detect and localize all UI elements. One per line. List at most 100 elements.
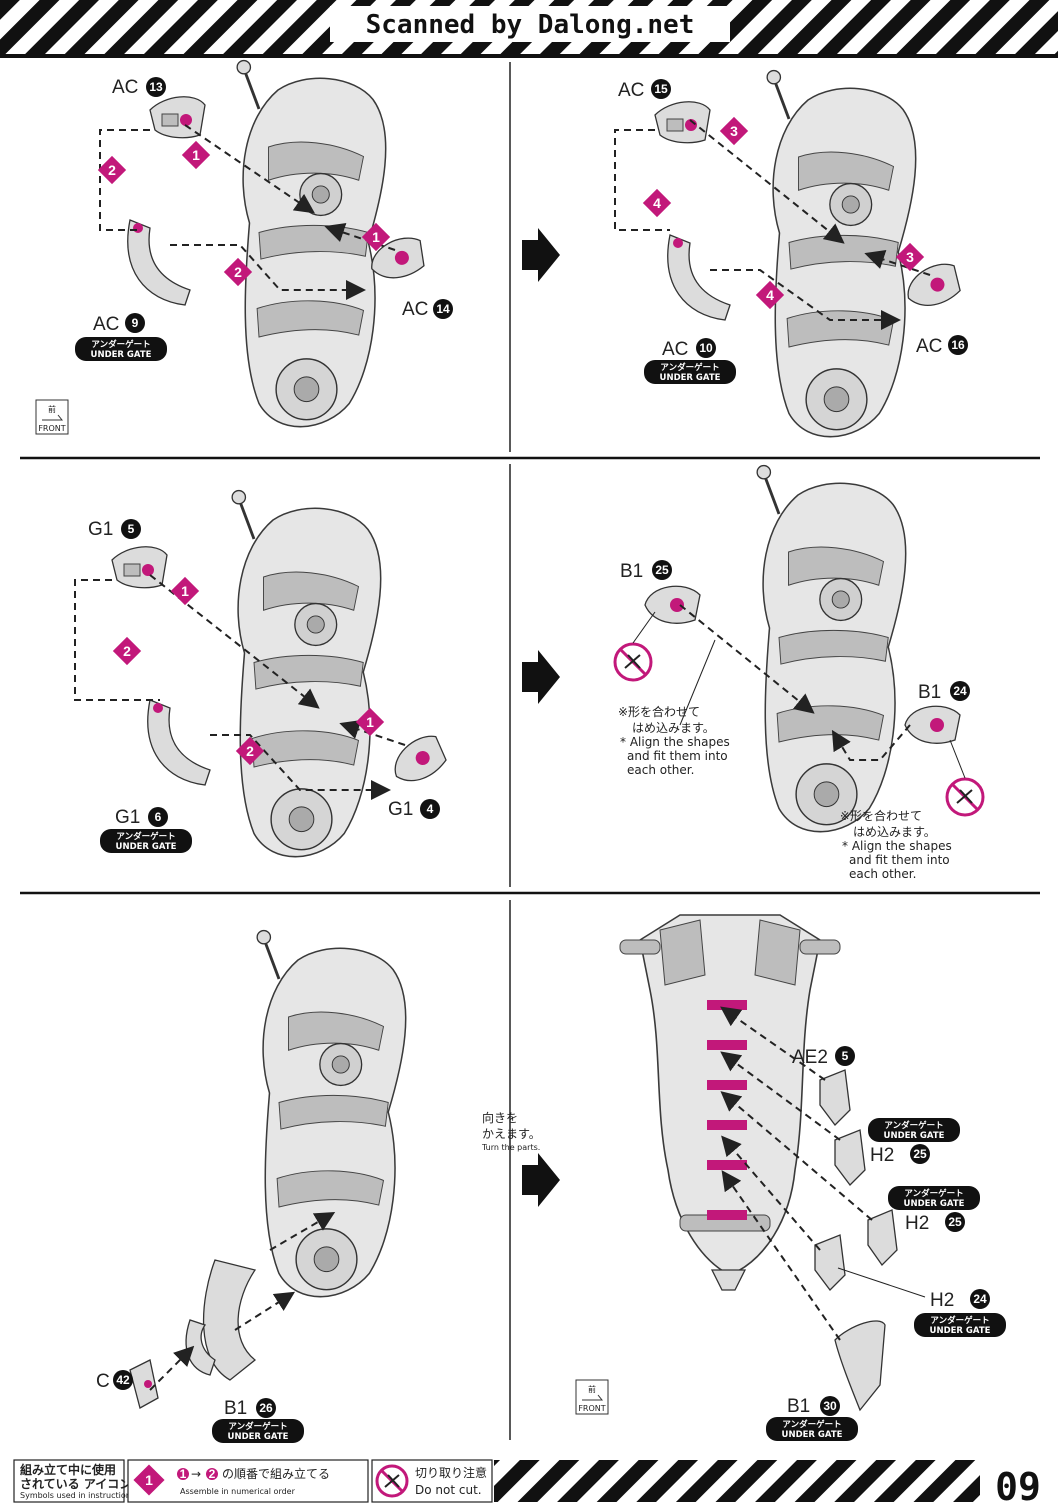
under-gate-badge: アンダーゲート UNDER GATE [766,1417,858,1441]
step-badge: 4 [642,188,672,218]
svg-text:3: 3 [906,249,914,265]
panel-5: C 42 B1 26 アンダーゲート UNDER GATE [96,929,408,1443]
step-badge: 1 [355,707,385,737]
svg-text:B1: B1 [918,682,941,703]
step-badge: 4 [755,280,785,310]
next-step-arrow [522,650,560,704]
svg-text:15: 15 [654,82,668,96]
do-not-cut-icon [945,777,985,817]
svg-text:14: 14 [436,302,450,316]
svg-text:かえます。: かえます。 [482,1127,541,1141]
svg-text:1: 1 [181,583,189,599]
part-label: AC 15 [618,79,671,101]
part-label: AC 13 [112,77,166,98]
svg-text:切り取り注意: 切り取り注意 [415,1465,487,1480]
svg-text:5: 5 [842,1049,849,1063]
svg-text:UNDER GATE: UNDER GATE [884,1131,945,1141]
panel-4: B1 25 B1 24 ※形を合わせて はめ込みます。 * Align the … [613,464,985,881]
part-label: AC 10 [662,338,716,360]
svg-text:はめ込みます。: はめ込みます。 [632,721,715,735]
step-badge: 2 [97,155,127,185]
svg-text:UNDER GATE: UNDER GATE [91,350,152,360]
svg-text:24: 24 [953,684,967,698]
svg-text:アンダーゲート: アンダーゲート [782,1419,841,1430]
part-label: H2 24 [930,1289,990,1311]
svg-text:25: 25 [655,563,669,577]
turn-note: 向きを かえます。 Turn the parts. [481,1110,541,1152]
svg-text:※形を合わせて: ※形を合わせて [618,704,700,719]
svg-text:each other.: each other. [627,763,694,777]
under-gate-badge: アンダーゲート UNDER GATE [868,1118,960,1142]
svg-text:FRONT: FRONT [578,1404,605,1413]
svg-text:3: 3 [730,123,738,139]
next-step-arrow [522,1153,560,1207]
svg-text:1: 1 [145,1472,153,1488]
panel-2: 3 4 3 4 AC 15 AC 10 アンダーゲート UNDER GATE [614,69,968,439]
svg-text:C: C [96,1371,110,1392]
under-gate-badge: アンダーゲート UNDER GATE [914,1313,1006,1337]
footer-legend: 組み立て中に使用 されている アイコン Symbols used in inst… [0,1455,1058,1508]
align-note: ※形を合わせて はめ込みます。 * Align the shapes and f… [618,704,730,777]
svg-text:2: 2 [234,264,242,280]
svg-text:AC: AC [916,336,942,357]
under-gate-badge: アンダーゲート UNDER GATE [100,829,192,853]
step-badge: 1 [181,140,211,170]
svg-text:30: 30 [823,1399,837,1413]
svg-text:アンダーゲート: アンダーゲート [91,339,150,350]
part-label: H2 25 [905,1212,965,1234]
svg-text:1: 1 [180,1467,187,1481]
svg-text:アンダーゲート: アンダーゲート [904,1188,963,1199]
svg-text:UNDER GATE: UNDER GATE [930,1326,991,1336]
svg-text:アンダーゲート: アンダーゲート [116,831,175,842]
svg-text:アンダーゲート: アンダーゲート [660,362,719,373]
svg-text:2: 2 [108,162,116,178]
step-badge: 1 [170,576,200,606]
part-label: B1 25 [620,560,672,582]
svg-text:前: 前 [48,404,56,414]
svg-text:2: 2 [246,743,254,759]
svg-text:1: 1 [192,147,200,163]
step-badge: 2 [235,736,265,766]
svg-text:UNDER GATE: UNDER GATE [782,1430,843,1440]
svg-text:FRONT: FRONT [38,424,65,433]
svg-text:B1: B1 [787,1396,810,1417]
svg-text:1: 1 [366,714,374,730]
under-gate-badge: アンダーゲート UNDER GATE [75,337,167,361]
svg-text:5: 5 [128,522,135,536]
watermark-backdrop [330,6,730,42]
panel-3: 1 2 1 2 G1 5 G1 6 アンダーゲート UNDER GATE [74,489,453,859]
svg-text:Symbols used in instructions: Symbols used in instructions [20,1491,135,1500]
part-label: G1 4 [388,799,440,820]
step-badge: 3 [719,116,749,146]
do-not-cut-icon [375,1464,409,1498]
svg-text:アンダーゲート: アンダーゲート [884,1120,943,1131]
svg-text:42: 42 [116,1373,130,1387]
svg-text:16: 16 [951,338,965,352]
panel-6: 向きを かえます。 Turn the parts. AE2 [481,914,1006,1441]
scan-watermark: Scanned by Dalong.net [366,10,695,40]
under-gate-badge: アンダーゲート UNDER GATE [644,360,736,384]
svg-text:B1: B1 [620,561,643,582]
part-label: AC 16 [916,335,968,357]
svg-text:4: 4 [653,195,661,211]
svg-text:アンダーゲート: アンダーゲート [228,1421,287,1432]
svg-text:の順番で組み立てる: の順番で組み立てる [222,1466,330,1481]
svg-text:G1: G1 [388,799,413,820]
svg-text:H2: H2 [870,1145,894,1166]
do-not-cut-icon [613,642,653,682]
step-badge: 3 [895,242,925,272]
svg-text:AC: AC [662,339,688,360]
front-icon: 前 FRONT [575,1379,609,1415]
svg-text:10: 10 [699,341,713,355]
svg-text:Assemble in numerical order: Assemble in numerical order [180,1487,296,1496]
svg-text:AC: AC [112,77,138,98]
svg-text:AC: AC [618,80,644,101]
svg-text:each other.: each other. [849,867,916,881]
svg-text:G1: G1 [88,519,113,540]
svg-text:25: 25 [913,1147,927,1161]
page-number: 09 [995,1465,1041,1508]
under-gate-badge: アンダーゲート UNDER GATE [888,1186,980,1210]
svg-text:※形を合わせて: ※形を合わせて [840,808,922,823]
svg-text:9: 9 [132,316,139,330]
svg-text:アンダーゲート: アンダーゲート [930,1315,989,1326]
